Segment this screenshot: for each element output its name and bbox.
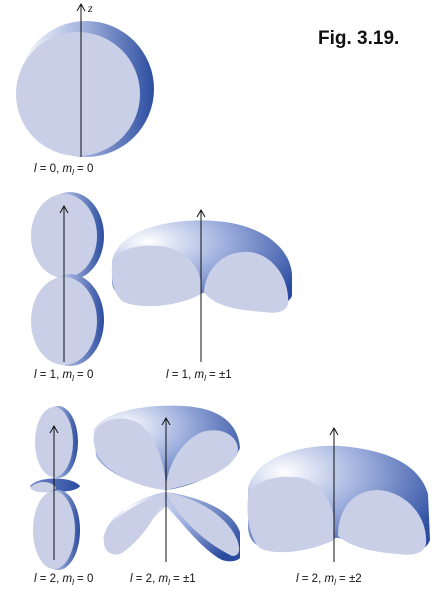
orbital-label-d0-eq1: =	[37, 573, 50, 585]
orbital-label-s-mval: 0	[87, 163, 93, 175]
d1-upper-right-face	[166, 430, 238, 490]
d2-right-face	[338, 490, 427, 555]
d0-ring-face	[30, 482, 56, 493]
orbital-label-d1-sub: l	[168, 578, 170, 587]
p1-right-face	[204, 251, 289, 313]
orbital-label-p1-sub: l	[204, 374, 206, 383]
orbital-label-d0-lval: 2	[50, 573, 56, 585]
orbital-d-ml1	[93, 405, 240, 562]
orbital-label-s-eq2: =	[74, 163, 87, 175]
orbital-label-d0-comma: ,	[56, 573, 62, 585]
orbital-label-d2-eq2: =	[336, 573, 349, 585]
orbital-label-p1: l = 1, ml = ±1	[166, 369, 232, 383]
orbital-label-p0-m: m	[62, 369, 72, 381]
d2-left-face	[247, 476, 335, 553]
orbital-label-s-sub: l	[72, 168, 74, 177]
orbital-label-d2-eq1: =	[299, 573, 312, 585]
orbital-label-p1-comma: ,	[188, 369, 194, 381]
orbital-label-s-eq1: =	[37, 163, 50, 175]
orbital-label-d0-mval: 0	[87, 573, 93, 585]
orbital-label-p1-eq2: =	[206, 369, 219, 381]
orbital-p-ml0	[31, 192, 104, 366]
orbital-label-d1-comma: ,	[152, 573, 158, 585]
orbital-label-d1-eq2: =	[170, 573, 183, 585]
orbital-p-ml1	[111, 208, 292, 362]
orbital-label-d0-eq2: =	[74, 573, 87, 585]
d1-lower-right-face	[166, 492, 240, 556]
orbital-d-ml2	[247, 426, 430, 562]
orbital-s: z	[16, 1, 154, 157]
orbital-label-p0-sub: l	[72, 374, 74, 383]
orbital-label-d1-eq1: =	[133, 573, 146, 585]
orbital-label-p1-eq1: =	[169, 369, 182, 381]
orbital-label-p1-mval: ±1	[219, 369, 232, 381]
orbital-label-d0-sub: l	[72, 578, 74, 587]
orbital-label-d2-mval: ±2	[349, 573, 362, 585]
z-axis-arrowhead	[76, 2, 86, 12]
orbital-label-p1-lval: 1	[182, 369, 188, 381]
d0-axis-arrowhead	[49, 424, 59, 434]
z-axis-label: z	[87, 1, 93, 15]
orbital-label-p0: l = 1, ml = 0	[34, 369, 93, 383]
orbital-label-s-comma: ,	[56, 163, 62, 175]
orbital-label-s-lval: 0	[50, 163, 56, 175]
orbital-label-d1-mval: ±1	[183, 573, 196, 585]
orbital-label-p0-eq2: =	[74, 369, 87, 381]
orbital-label-p1-m: m	[194, 369, 204, 381]
p1-left-face	[111, 245, 202, 307]
d1-lower-left-face	[103, 492, 166, 555]
d1-upper-left-face	[93, 418, 166, 490]
orbital-label-s-l: l	[34, 163, 37, 175]
orbital-label-p0-mval: 0	[87, 369, 93, 381]
orbital-label-s-m: m	[62, 163, 72, 175]
sphere-face	[16, 32, 140, 156]
orbital-label-p0-eq1: =	[37, 369, 50, 381]
orbital-label-d0-m: m	[62, 573, 72, 585]
orbital-label-d0: l = 2, ml = 0	[34, 573, 93, 587]
orbital-label-d2-comma: ,	[318, 573, 324, 585]
orbital-label-p0-lval: 1	[50, 369, 56, 381]
orbital-label-d2-lval: 2	[312, 573, 318, 585]
orbital-label-d1-l: l	[130, 573, 133, 585]
orbital-label-p0-l: l	[34, 369, 37, 381]
p1-axis-arrowhead	[196, 208, 206, 218]
orbital-label-s: l = 0, ml = 0	[34, 163, 93, 177]
orbital-label-d1-lval: 2	[146, 573, 152, 585]
figure-label: Fig. 3.19.	[318, 28, 399, 49]
orbital-d-ml0	[30, 406, 80, 570]
orbital-label-d2-m: m	[324, 573, 334, 585]
orbital-label-p1-l: l	[166, 369, 169, 381]
d1-axis-arrowhead	[161, 416, 171, 426]
p0-axis-arrowhead	[59, 204, 69, 214]
orbital-label-d2-sub: l	[334, 578, 336, 587]
orbital-label-d0-l: l	[34, 573, 37, 585]
orbital-label-d1: l = 2, ml = ±1	[130, 573, 196, 587]
orbital-label-d1-m: m	[158, 573, 168, 585]
d2-axis-arrowhead	[329, 426, 339, 436]
orbital-label-d2: l = 2, ml = ±2	[296, 573, 362, 587]
orbital-label-d2-l: l	[296, 573, 299, 585]
orbital-label-p0-comma: ,	[56, 369, 62, 381]
